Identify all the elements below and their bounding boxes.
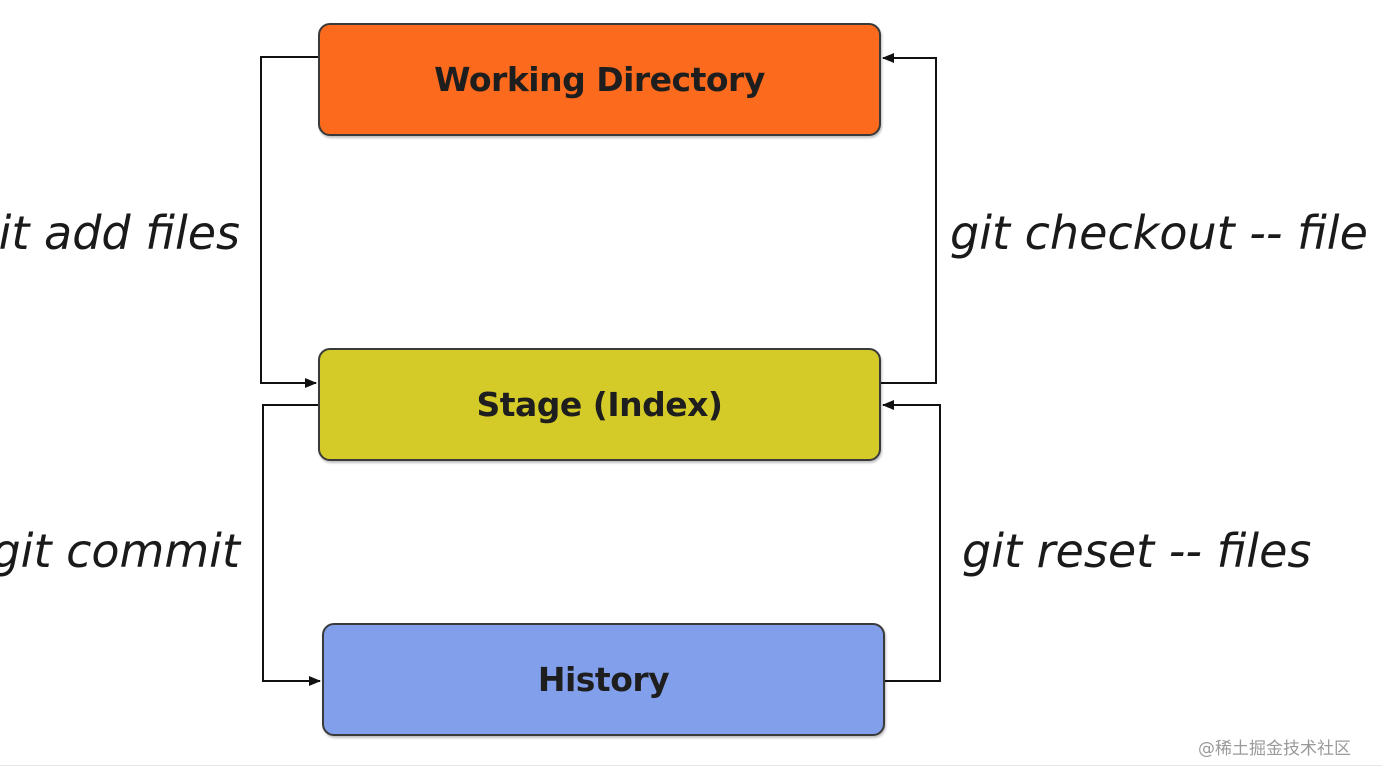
- history-box: History: [322, 623, 885, 736]
- git-reset-label: git reset -- files: [962, 524, 1312, 578]
- working-directory-label: Working Directory: [434, 60, 765, 99]
- history-label: History: [537, 660, 670, 699]
- stage-index-label: Stage (Index): [476, 385, 723, 424]
- working-directory-box: Working Directory: [318, 23, 881, 136]
- arrow-reset: [882, 400, 941, 682]
- git-commit-label: git commit: [0, 524, 240, 578]
- arrow-add: [260, 56, 318, 388]
- arrow-commit: [262, 404, 321, 686]
- watermark-text: @稀土掘金技术社区: [1198, 739, 1351, 759]
- git-add-label: it add files: [0, 206, 240, 260]
- arrow-checkout: [881, 53, 937, 384]
- git-checkout-label: git checkout -- file: [950, 206, 1368, 260]
- footer-divider: [0, 765, 1382, 766]
- stage-index-box: Stage (Index): [318, 348, 881, 461]
